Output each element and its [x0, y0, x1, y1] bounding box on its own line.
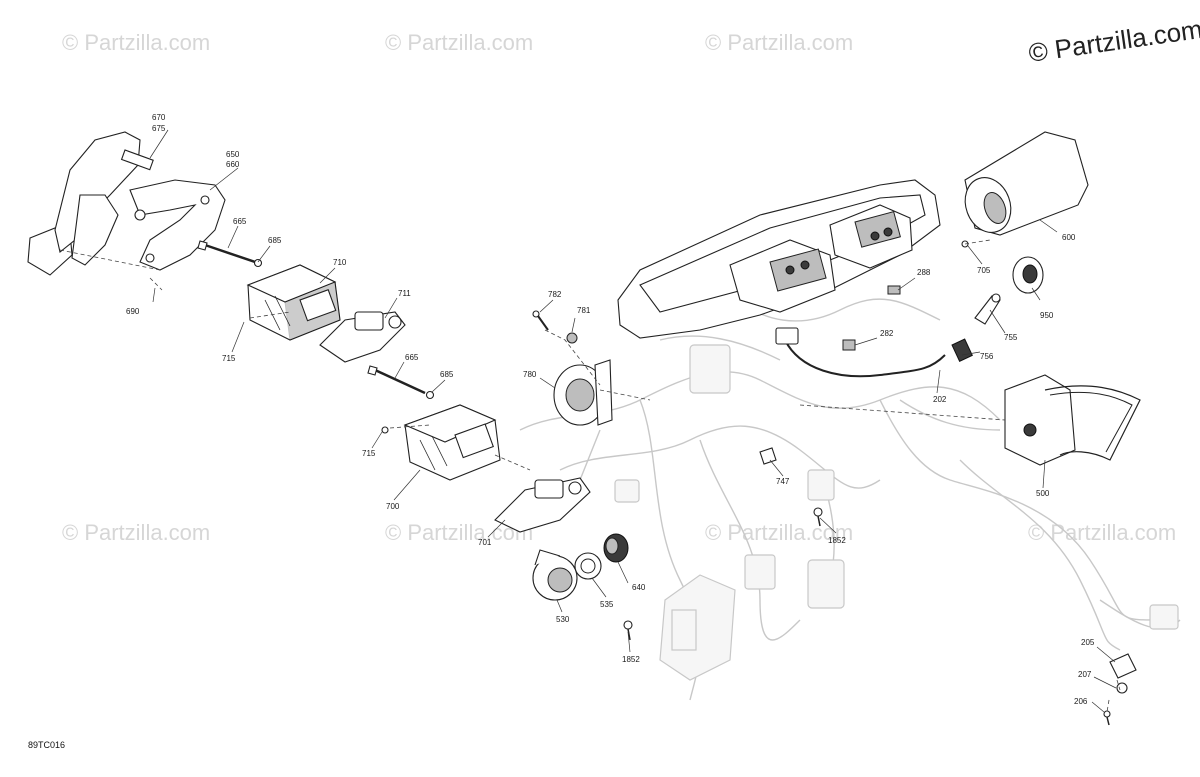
callout-label: 700	[386, 502, 400, 511]
callout-label: 1852	[828, 536, 846, 545]
socket-950	[1012, 256, 1044, 294]
clip-747	[759, 447, 777, 465]
module-700	[381, 404, 501, 481]
bolt-206	[1103, 710, 1111, 726]
callout-label: 950	[1040, 311, 1054, 320]
connector-288	[887, 285, 901, 295]
ring-535	[574, 552, 602, 580]
callout-label: 202	[933, 395, 947, 404]
fastener-1852-lower	[623, 620, 633, 641]
callout-label: 670	[152, 113, 166, 122]
callout-label: 535	[600, 600, 614, 609]
watermark-layer: © Partzilla.com © Partzilla.com © Partzi…	[62, 30, 1176, 545]
callout-label: 600	[1062, 233, 1076, 242]
bracket-701	[494, 477, 591, 533]
watermark: © Partzilla.com	[705, 520, 853, 545]
wiring-harness-ghost	[519, 298, 1181, 701]
clamp-205	[1109, 653, 1137, 679]
horn-780	[553, 359, 613, 426]
callout-label: 1852	[622, 655, 640, 664]
callout-label: 701	[478, 538, 492, 547]
watermark: © Partzilla.com	[62, 30, 210, 55]
callout-label: 782	[548, 290, 562, 299]
callout-label: 500	[1036, 489, 1050, 498]
cover-600	[964, 131, 1089, 236]
mounting-bracket-assembly	[27, 131, 226, 276]
bracket-711	[319, 311, 406, 363]
brand-watermark: © Partzilla.com	[1027, 14, 1200, 68]
assembly-lines	[59, 239, 1121, 713]
module-710	[246, 264, 341, 341]
callout-label: 780	[523, 370, 537, 379]
callout-label: 781	[577, 306, 591, 315]
callout-label: 685	[440, 370, 454, 379]
bolt-665-lower	[367, 365, 435, 400]
module-500	[1004, 374, 1141, 466]
callout-label: 530	[556, 615, 570, 624]
callout-label: 207	[1078, 670, 1092, 679]
fastener-1852-right	[813, 507, 823, 527]
leader-lines	[149, 129, 1117, 713]
callout-label: 206	[1074, 697, 1088, 706]
callout-label: 715	[362, 449, 376, 458]
callout-label: 710	[333, 258, 347, 267]
callout-label: 756	[980, 352, 994, 361]
watermark: © Partzilla.com	[705, 30, 853, 55]
callout-label: 690	[126, 307, 140, 316]
callout-label: 640	[632, 583, 646, 592]
callout-label: 755	[1004, 333, 1018, 342]
watermark: © Partzilla.com	[1028, 520, 1176, 545]
callout-label: 705	[977, 266, 991, 275]
knob-640	[603, 533, 629, 563]
connector-755	[974, 293, 1001, 325]
callout-label: 715	[222, 354, 236, 363]
callout-label: 205	[1081, 638, 1095, 647]
connector-282	[842, 339, 856, 351]
ecu-module-ghost	[659, 574, 736, 681]
callout-label: 660	[226, 160, 240, 169]
watermark: © Partzilla.com	[62, 520, 210, 545]
harness-202	[775, 327, 946, 378]
callout-label: 650	[226, 150, 240, 159]
callout-label: 747	[776, 477, 790, 486]
callout-label: 665	[405, 353, 419, 362]
washer-207	[1116, 682, 1128, 694]
callout-label: 711	[398, 289, 411, 298]
fasteners-782-781	[532, 310, 578, 344]
connector-756	[951, 338, 973, 362]
callout-label: 665	[233, 217, 247, 226]
headlight-housing	[617, 179, 941, 339]
callout-labels: 670 675 650 660 665 685 710 711 690 715 …	[126, 113, 1095, 706]
callout-label: 675	[152, 124, 166, 133]
callout-label: 685	[268, 236, 282, 245]
diagram-code: 89TC016	[28, 740, 65, 750]
switch-530	[532, 549, 578, 601]
watermark: © Partzilla.com	[385, 30, 533, 55]
callout-label: 282	[880, 329, 894, 338]
bolt-665-upper	[197, 240, 263, 268]
callout-label: 288	[917, 268, 931, 277]
